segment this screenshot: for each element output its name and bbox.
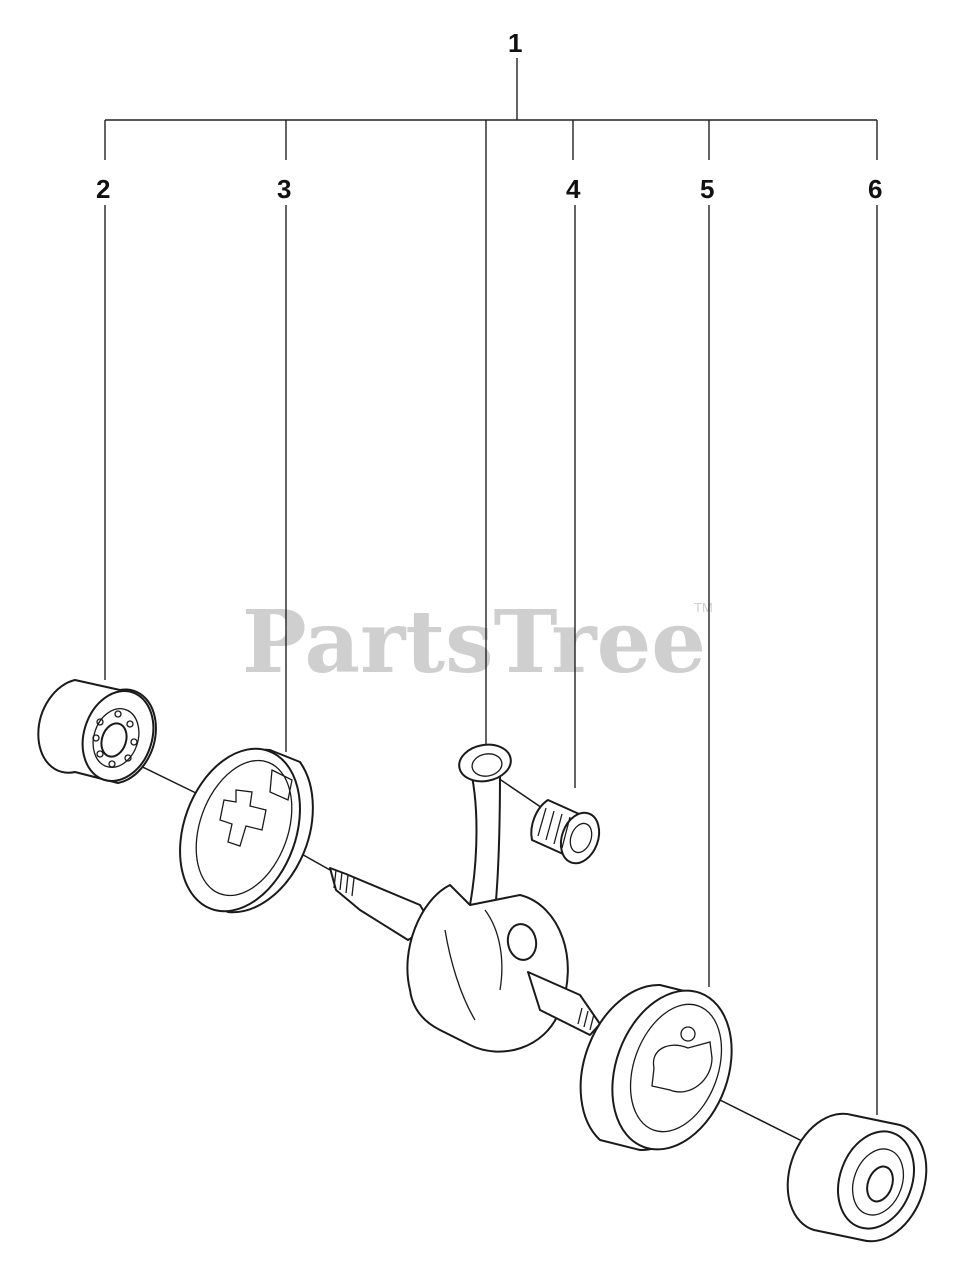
callout-5: 5 (700, 174, 714, 204)
ball-bearing-right (786, 1112, 928, 1243)
watermark-text: PartsTree (242, 592, 706, 693)
callout-2: 2 (96, 174, 110, 204)
callout-leaders (104, 58, 878, 1115)
watermark-trademark: TM (694, 600, 713, 615)
ball-bearing-left (37, 679, 157, 784)
callout-4: 4 (566, 174, 581, 204)
crank-half-right (579, 983, 733, 1152)
callout-6: 6 (868, 174, 882, 204)
needle-bearing (530, 799, 601, 865)
callout-3: 3 (277, 174, 291, 204)
watermark: PartsTree TM (242, 592, 713, 693)
crankshaft (329, 743, 601, 1053)
callout-1: 1 (508, 28, 522, 58)
callout-labels: 1 2 3 4 5 6 (96, 28, 882, 204)
crank-half-left (179, 747, 314, 914)
